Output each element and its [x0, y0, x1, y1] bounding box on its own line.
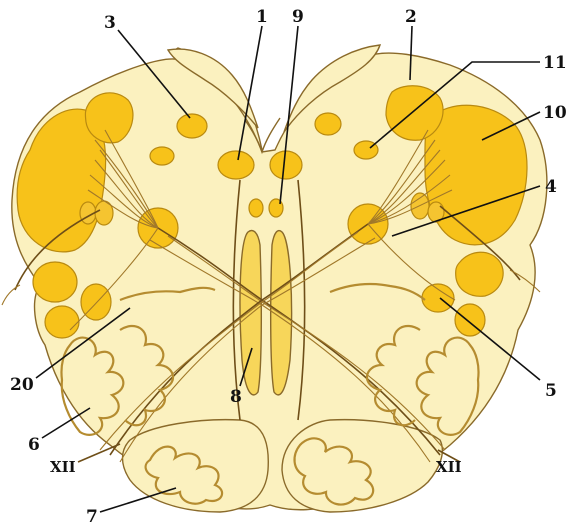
label-11: 11	[543, 53, 567, 73]
label-9: 9	[292, 7, 304, 27]
label-3: 3	[104, 13, 116, 33]
label-4: 4	[545, 177, 557, 197]
label-5: 5	[545, 381, 557, 401]
left-lower-nucleus-c	[45, 306, 79, 338]
hypoglossal-nucleus-left	[218, 151, 254, 179]
right-lower-nucleus-a	[456, 252, 504, 296]
label-2: 2	[405, 7, 417, 27]
label-xii-left: XII	[50, 458, 76, 476]
leader-xii-left	[78, 444, 120, 462]
label-8: 8	[230, 387, 242, 407]
left-small-nucleus	[150, 147, 174, 165]
midline-nucleus-left	[249, 199, 263, 217]
label-10: 10	[543, 103, 567, 123]
hypoglossal-nucleus-right	[270, 151, 302, 179]
left-dorsal-nucleus-3	[177, 114, 207, 138]
label-1: 1	[256, 7, 268, 27]
label-6: 6	[28, 435, 40, 455]
left-lower-nucleus-a	[33, 262, 77, 302]
label-xii-right: XII	[436, 458, 462, 476]
left-upper-small-nucleus	[85, 93, 133, 143]
right-lower-nucleus-b	[422, 284, 454, 312]
label-20: 20	[10, 375, 34, 395]
label-7: 7	[86, 507, 98, 525]
medial-lemniscus-left	[240, 231, 261, 395]
right-dorsal-nucleus	[315, 113, 341, 135]
pyramid-right	[282, 420, 442, 512]
